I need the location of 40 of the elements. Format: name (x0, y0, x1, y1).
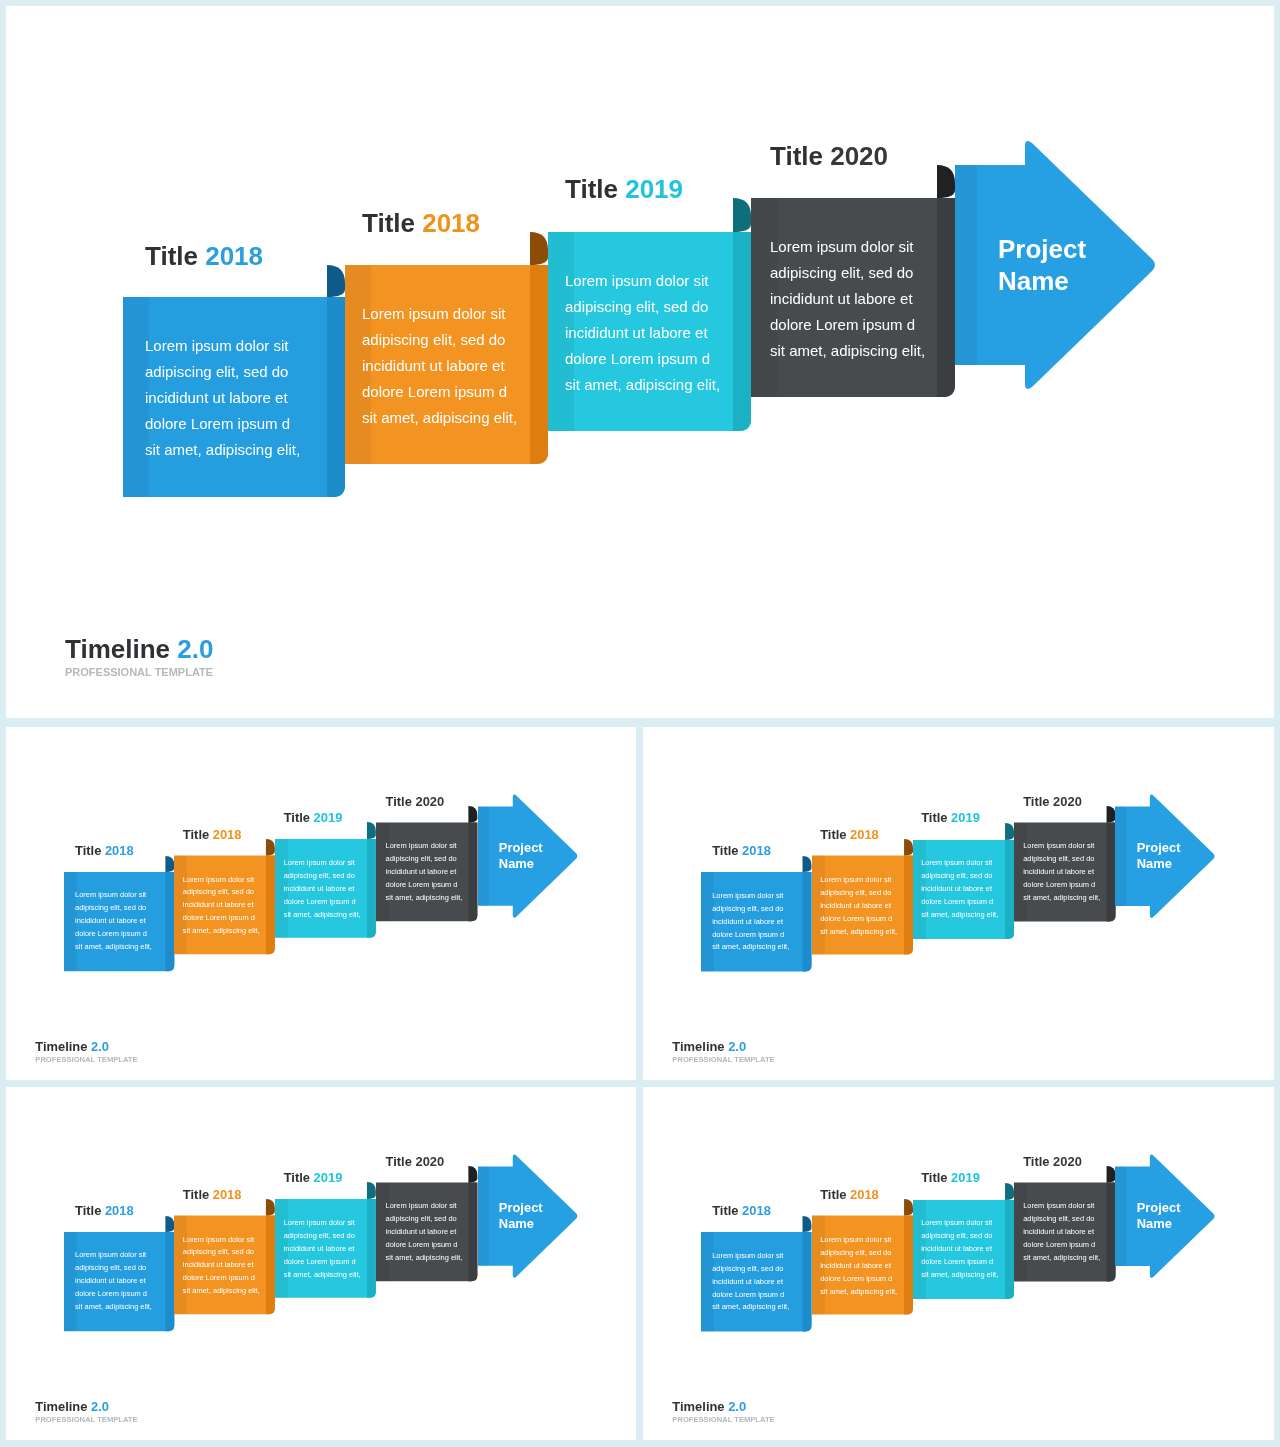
ribbon-title: Title 2018 (712, 1203, 771, 1220)
ribbon-text: Lorem ipsum dolor sit adipiscing elit, sed do incididunt ut labore et dolore Lorem ipsum d sit amet, adipiscing elit, (362, 304, 519, 428)
ribbon-title: Title 2019 (283, 1169, 343, 1186)
ribbon-title: Title 2018 (712, 843, 771, 860)
ribbon-title: Title 2018 (75, 1203, 134, 1220)
template-title: Timeline 2.0 (65, 633, 214, 665)
ribbon-title: Title 2018 (75, 843, 134, 860)
ribbon-title: Title 2019 (565, 173, 684, 205)
ribbon-title: Title 2019 (921, 810, 980, 826)
arrow-label: Project Name (498, 1199, 544, 1232)
slide-panel (643, 1087, 1274, 1440)
template-title: Timeline 2.0 (35, 1038, 109, 1055)
ribbon-title: Title 2020 (770, 140, 889, 172)
ribbon-title: Title 2018 (820, 827, 879, 843)
slide-panel (6, 1087, 636, 1440)
arrow-label: Project Name (1136, 839, 1182, 872)
ribbon-title: Title 2018 (362, 207, 481, 239)
ribbon-text: Lorem ipsum dolor sit adipiscing elit, sed do incididunt ut labore et dolore Lorem ipsum d sit amet, adipiscing elit, (145, 336, 302, 460)
ribbon-title: Title 2020 (1023, 793, 1082, 810)
ribbon-title: Title 2020 (385, 793, 445, 810)
template-title: Timeline 2.0 (672, 1039, 747, 1055)
slide-panel (643, 727, 1274, 1080)
ribbon-title: Title 2018 (820, 1187, 879, 1203)
arrow-label: Project Name (998, 233, 1088, 297)
ribbon-title: Title 2018 (145, 240, 264, 272)
template-title: Timeline 2.0 (35, 1398, 109, 1415)
slide-panel (6, 6, 1274, 718)
template-title: Timeline 2.0 (672, 1399, 747, 1415)
ribbon-title: Title 2020 (1023, 1153, 1082, 1170)
ribbon-text: Lorem ipsum dolor sit adipiscing elit, sed do incididunt ut labore et dolore Lorem ipsum d sit amet, adipiscing elit, (770, 237, 927, 361)
ribbon-title: Title 2019 (921, 1170, 980, 1186)
ribbon-title: Title 2018 (182, 1186, 242, 1203)
ribbon-title: Title 2020 (385, 1153, 445, 1170)
template-subtitle: PROFESSIONAL TEMPLATE (65, 666, 214, 680)
arrow-label: Project Name (1136, 1199, 1182, 1232)
ribbon-title: Title 2018 (182, 826, 242, 843)
slide-panel (6, 727, 636, 1080)
arrow-label: Project Name (498, 839, 544, 872)
ribbon-title: Title 2019 (283, 809, 343, 826)
ribbon-text: Lorem ipsum dolor sit adipiscing elit, sed do incididunt ut labore et dolore Lorem ipsum d sit amet, adipiscing elit, (565, 271, 722, 395)
